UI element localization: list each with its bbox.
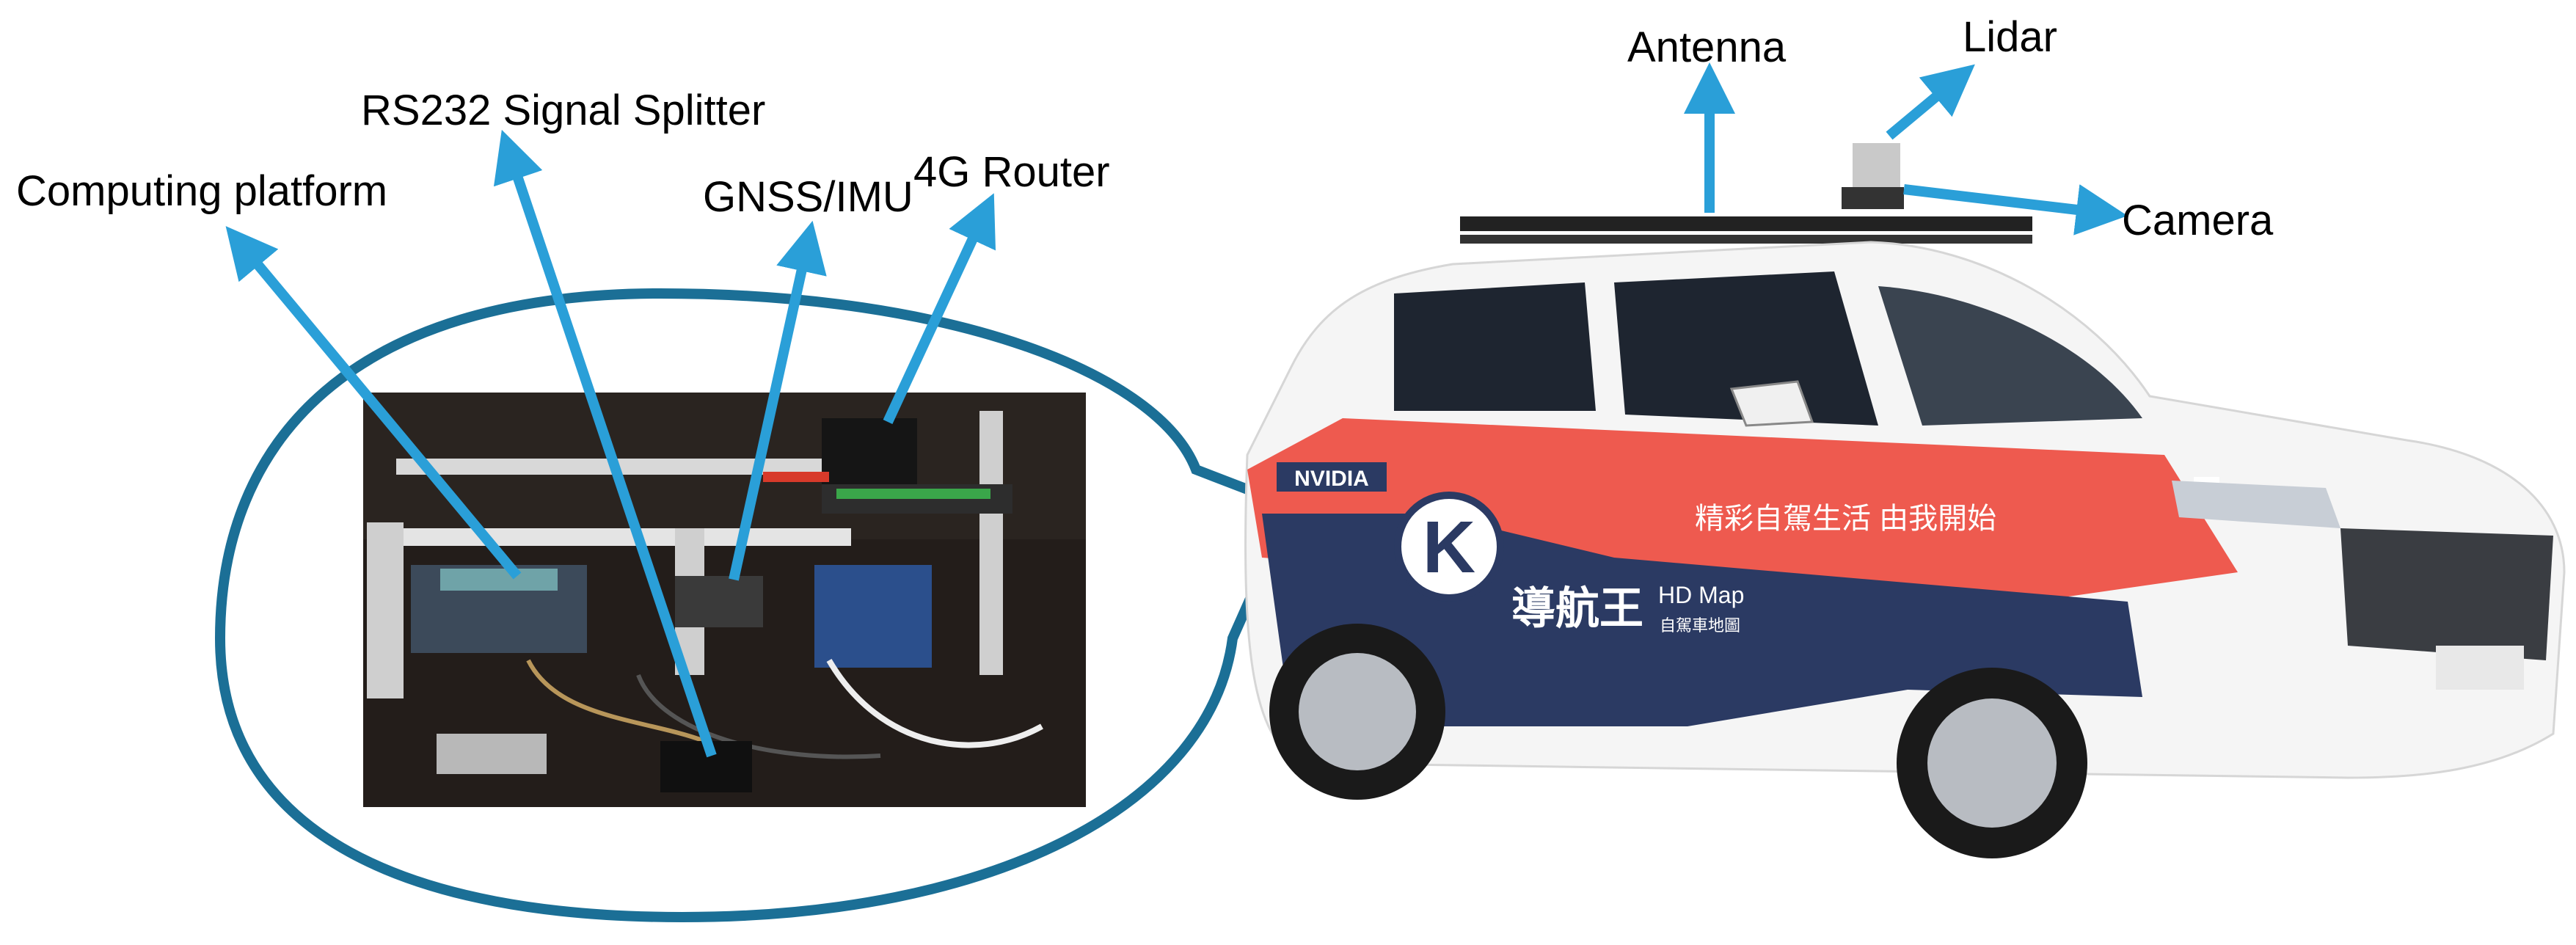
storage-drive [437, 734, 547, 774]
frame-post-right [979, 411, 1003, 675]
frame-post-left [367, 522, 404, 698]
camera-unit [1842, 187, 1904, 209]
vehicle: K NVIDIA 精彩自駕生活 由我開始 導航王 HD Map 自駕車地圖 [1244, 143, 2566, 858]
rear-window [1394, 282, 1596, 411]
windshield [1878, 286, 2142, 426]
side-window [1614, 271, 1878, 426]
arrow-4g-router [883, 193, 996, 424]
side-mirror [1729, 380, 1814, 427]
label-antenna: Antenna [1627, 23, 1787, 71]
k-logo-text: K [1423, 506, 1475, 588]
product-name-decal: 導航王 [1511, 584, 1643, 633]
arrow-lidar [1886, 64, 1975, 140]
label-4g-router: 4G Router [913, 148, 1110, 196]
arrow-computing-platform [225, 226, 522, 580]
arrow-rs232-splitter [493, 129, 717, 758]
arrow-camera [1903, 184, 2128, 236]
label-camera: Camera [2122, 197, 2274, 244]
k-logo-badge [1394, 492, 1504, 602]
hd-map-decal: HD Map [1658, 582, 1744, 608]
sub-text-decal: 自駕車地圖 [1660, 616, 1740, 635]
nvidia-decal: NVIDIA [1294, 467, 1369, 491]
gnss-imu-unit [675, 576, 763, 627]
arrow-gnss-imu [729, 220, 827, 581]
license-plate [2436, 646, 2524, 690]
label-lidar: Lidar [1963, 13, 2057, 61]
blue-device-box [814, 565, 932, 668]
router-device [822, 418, 917, 484]
frame-rail-top [396, 459, 851, 475]
arrows [225, 62, 2128, 758]
label-computing-platform: Computing platform [16, 167, 388, 215]
front-grille [2340, 528, 2553, 660]
label-gnss-imu: GNSS/IMU [703, 173, 913, 221]
label-rs232-splitter: RS232 Signal Splitter [361, 87, 766, 134]
headlight [2172, 481, 2340, 528]
roof-rack [1460, 216, 2032, 231]
frame-rail-mid [396, 528, 851, 546]
slogan-decal: 精彩自駕生活 由我開始 [1695, 503, 1996, 535]
equipment-photo [363, 393, 1086, 807]
